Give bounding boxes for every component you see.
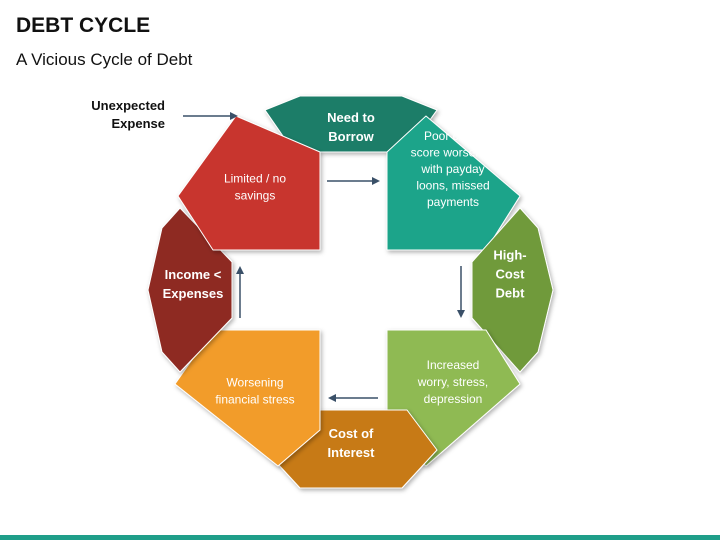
page-title: DEBT CYCLE — [16, 14, 151, 37]
segment-label-increased-worry: depression — [424, 392, 483, 406]
segment-label-income-expenses: Expenses — [163, 286, 224, 301]
segment-label-cost-of-interest: Interest — [328, 445, 376, 460]
segment-need-to-borrow: Need to Borrow — [264, 95, 438, 153]
segment-label-worsening-stress: financial stress — [215, 393, 294, 407]
segment-label-income-expenses: Income < — [165, 267, 222, 282]
segment-shape-income-expenses — [147, 207, 233, 373]
segment-label-poor-credit: score worsened — [411, 146, 496, 160]
segment-label-limited-savings: Limited / no — [224, 172, 286, 186]
segment-label-worsening-stress: Worsening — [226, 376, 283, 390]
segment-label-high-cost-debt: Debt — [496, 285, 526, 300]
segment-poor-credit: Poor credit score worsened with payday loon… — [386, 115, 521, 251]
segment-label-high-cost-debt: High- — [493, 247, 526, 262]
segment-label-need-to-borrow: Borrow — [328, 129, 374, 144]
segment-label-cost-of-interest: Cost of — [329, 426, 374, 441]
page-subtitle: A Vicious Cycle of Debt — [16, 50, 193, 69]
segment-label-need-to-borrow: Need to — [327, 110, 375, 125]
segment-income-expenses: Income < Expenses — [147, 207, 233, 373]
segment-label-increased-worry: worry, stress, — [417, 375, 488, 389]
segment-label-poor-credit: loons, missed — [416, 179, 489, 193]
segment-label-poor-credit: Poor credit — [424, 129, 483, 143]
segment-label-poor-credit: with payday — [420, 162, 484, 176]
segment-shape-high-cost-debt — [471, 207, 554, 373]
segment-shape-poor-credit — [386, 115, 521, 251]
footer-accent-bar — [0, 535, 720, 540]
segment-label-high-cost-debt: Cost — [496, 266, 526, 281]
segment-label-increased-worry: Increased — [427, 358, 480, 372]
unexpected-expense-label: Unexpected Expense — [91, 98, 165, 131]
segment-label-limited-savings: savings — [235, 189, 276, 203]
segment-limited-savings: Limited / no savings — [177, 115, 321, 251]
segment-shape-limited-savings — [177, 115, 321, 251]
segment-label-poor-credit: payments — [427, 195, 479, 209]
